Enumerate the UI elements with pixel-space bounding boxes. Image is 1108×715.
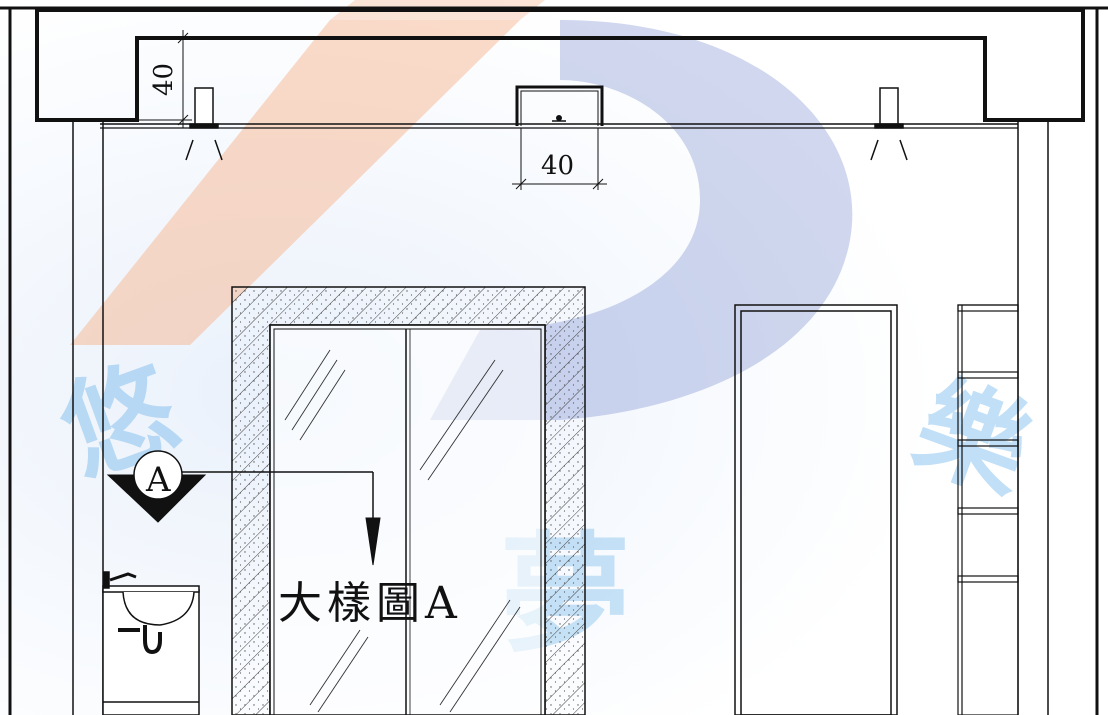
glass-door <box>231 286 586 715</box>
recess-dimension <box>512 128 607 190</box>
detail-callout-label: 大樣圖A <box>278 578 462 629</box>
section-marker-a <box>106 450 381 566</box>
recess-dimension-label: 40 <box>541 151 574 181</box>
downlight-right <box>870 87 908 161</box>
curtain-recess <box>515 85 604 126</box>
section-marker-letter: A <box>145 460 171 500</box>
downlight-left <box>185 87 223 161</box>
wall-shelf <box>957 304 1019 715</box>
vanity-sink <box>102 571 200 715</box>
ceiling-soffit <box>0 6 1108 129</box>
right-door <box>734 304 898 715</box>
ceiling-dimension-label: 40 <box>149 63 179 96</box>
ceiling-dimension <box>137 30 192 128</box>
